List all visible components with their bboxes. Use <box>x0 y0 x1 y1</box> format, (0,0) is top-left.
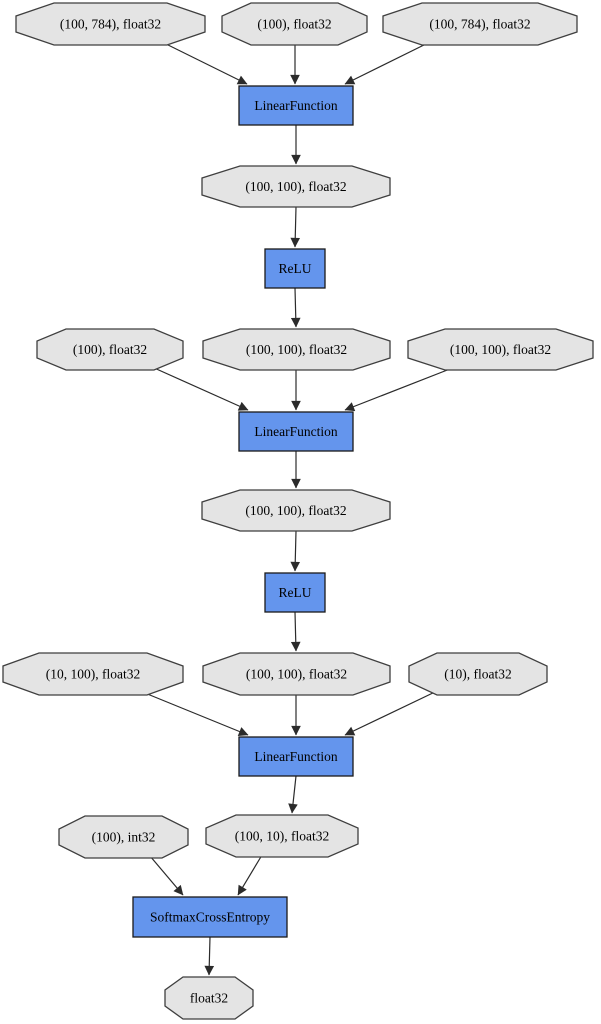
node-label-oct13: (100, 10), float32 <box>235 829 329 844</box>
node-label-oct3: (100, 784), float32 <box>429 17 530 32</box>
variable-node-oct2: (100), float32 <box>221 2 368 46</box>
node-label-linear1: LinearFunction <box>254 98 337 113</box>
node-label-linear3: LinearFunction <box>254 749 337 764</box>
octagon-shape <box>201 165 391 208</box>
node-label-oct11: (10), float32 <box>444 667 511 682</box>
variable-node-oct14: float32 <box>164 976 254 1020</box>
variable-node-oct5: (100), float32 <box>36 328 184 371</box>
function-node-linear1: LinearFunction <box>238 85 354 126</box>
variable-node-oct3: (100, 784), float32 <box>382 2 578 46</box>
rect-shape <box>238 411 354 452</box>
rect-shape <box>132 896 288 938</box>
octagon-shape <box>202 328 391 371</box>
node-label-oct6: (100, 100), float32 <box>246 342 347 357</box>
node-label-oct5: (100), float32 <box>73 342 147 357</box>
variable-node-oct11: (10), float32 <box>408 652 548 696</box>
node-label-oct7: (100, 100), float32 <box>450 342 551 357</box>
edge-relu1-to-oct6 <box>290 287 301 328</box>
edge-oct1-to-linear1 <box>159 40 248 85</box>
function-node-linear3: LinearFunction <box>238 736 354 777</box>
octagon-shape <box>205 814 359 858</box>
octagon-shape <box>164 976 254 1020</box>
octagon-shape <box>2 652 184 696</box>
node-label-oct14: float32 <box>190 991 228 1006</box>
variable-node-oct10: (100, 100), float32 <box>202 652 391 696</box>
function-node-linear2: LinearFunction <box>238 411 354 452</box>
octagon-shape <box>408 652 548 696</box>
node-label-oct12: (100), int32 <box>92 830 156 845</box>
variable-node-oct1: (100, 784), float32 <box>15 2 206 46</box>
edge-oct11-to-linear3 <box>344 690 438 736</box>
variable-node-oct9: (10, 100), float32 <box>2 652 184 696</box>
edge-softmax1-to-oct14 <box>204 936 215 976</box>
rect-shape <box>264 572 326 613</box>
edge-oct7-to-linear2 <box>344 366 456 412</box>
node-label-oct8: (100, 100), float32 <box>245 503 346 518</box>
variable-node-oct13: (100, 10), float32 <box>205 814 359 858</box>
rect-shape <box>238 85 354 126</box>
edge-oct3-to-linear1 <box>344 40 433 85</box>
node-label-linear2: LinearFunction <box>254 424 337 439</box>
rect-shape <box>238 736 354 777</box>
variable-node-oct6: (100, 100), float32 <box>202 328 391 371</box>
node-label-relu1: ReLU <box>279 261 312 276</box>
node-label-oct10: (100, 100), float32 <box>246 667 347 682</box>
rect-shape <box>264 248 326 289</box>
edge-linear3-to-oct13 <box>288 775 298 814</box>
variable-node-oct4: (100, 100), float32 <box>201 165 391 208</box>
node-label-oct4: (100, 100), float32 <box>245 179 346 194</box>
variable-node-oct12: (100), int32 <box>58 815 189 859</box>
edge-oct9-to-linear3 <box>139 690 249 737</box>
node-label-relu2: ReLU <box>279 585 312 600</box>
edge-relu2-to-oct10 <box>290 611 301 652</box>
octagon-shape <box>15 2 206 46</box>
octagon-shape <box>36 328 184 371</box>
octagon-shape <box>221 2 368 46</box>
octagon-shape <box>382 2 578 46</box>
variable-node-oct8: (100, 100), float32 <box>201 489 391 532</box>
node-label-oct9: (10, 100), float32 <box>46 667 140 682</box>
octagon-shape <box>202 652 391 696</box>
edge-oct4-to-relu1 <box>290 206 301 248</box>
node-label-softmax1: SoftmaxCrossEntropy <box>150 910 270 925</box>
variable-node-oct7: (100, 100), float32 <box>407 328 594 371</box>
edge-oct12-to-softmax1 <box>149 855 184 896</box>
octagon-shape <box>407 328 594 371</box>
node-label-oct1: (100, 784), float32 <box>60 17 161 32</box>
node-label-oct2: (100), float32 <box>257 17 331 32</box>
edge-oct8-to-relu2 <box>290 530 301 572</box>
edge-oct13-to-softmax1 <box>237 854 263 896</box>
octagon-shape <box>201 489 391 532</box>
function-node-softmax1: SoftmaxCrossEntropy <box>132 896 288 938</box>
function-node-relu2: ReLU <box>264 572 326 613</box>
function-node-relu1: ReLU <box>264 248 326 289</box>
edge-oct5-to-linear2 <box>151 366 249 411</box>
octagon-shape <box>58 815 189 859</box>
